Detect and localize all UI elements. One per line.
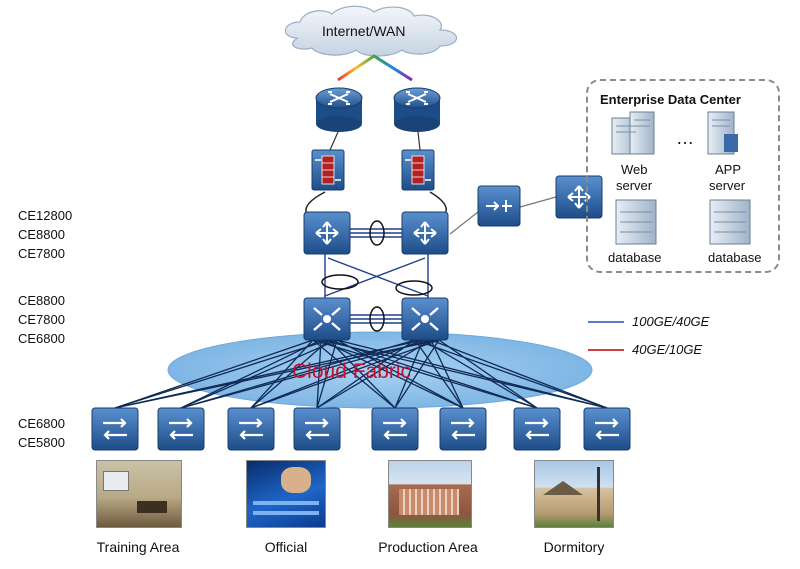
access-switch-4 [293, 407, 341, 451]
access-switch-3 [227, 407, 275, 451]
aggregation-model-1: CE8800 [18, 293, 65, 308]
uplink-line [180, 339, 416, 409]
core-interconnect [350, 220, 402, 246]
uplink-line [328, 339, 538, 409]
core-layer-labels: CE12800 CE8800 CE7800 [18, 206, 72, 263]
uplink-line [414, 339, 608, 409]
uplink-line [316, 339, 338, 409]
area-label-official: Official [264, 539, 308, 555]
area-label-production: Production Area [378, 539, 478, 555]
internet-cloud [284, 5, 458, 57]
uplink-line [320, 339, 464, 409]
access-model-1: CE6800 [18, 416, 65, 431]
uplink-line [430, 339, 608, 409]
internet-wan-label: Internet/WAN [322, 23, 406, 39]
aggregation-interconnect [350, 306, 402, 332]
router-left [315, 87, 363, 132]
uplink-line [336, 339, 608, 409]
core-aggregation-links [321, 254, 433, 298]
production-area-photo [388, 460, 472, 528]
database-right-icon [709, 199, 751, 245]
uplink-line [250, 339, 330, 409]
uplink-line [430, 339, 464, 409]
aggregation-model-2: CE7800 [18, 312, 65, 327]
core-model-3: CE7800 [18, 246, 65, 261]
firewall-right [401, 149, 435, 191]
aggregation-model-3: CE6800 [18, 331, 65, 346]
server-ellipsis: … [676, 128, 694, 148]
app-server-label-1: APP [715, 162, 742, 177]
uplink-line [180, 339, 432, 409]
cloud-fabric-label: Cloud Fabric [292, 360, 412, 383]
app-server-label-2: server [709, 178, 746, 193]
access-uplinks [114, 339, 608, 409]
area-label-training: Training Area [96, 539, 180, 555]
access-switch-6 [439, 407, 487, 451]
uplink-line [316, 339, 432, 409]
uplink-line [250, 339, 440, 409]
uplink-line [422, 339, 538, 409]
datacenter-switch [555, 175, 603, 219]
aggregation-switch-left [303, 297, 351, 341]
load-balancer [477, 185, 521, 227]
web-server-icon [611, 111, 655, 155]
access-switch-1 [91, 407, 139, 451]
core-model-1: CE12800 [18, 208, 73, 223]
web-server-label-1: Web [621, 162, 648, 177]
router-right [393, 87, 441, 132]
access-switch-5 [371, 407, 419, 451]
aggregation-switch-right [401, 297, 449, 341]
uplink-line [414, 339, 464, 409]
app-server-icon [707, 111, 738, 155]
core-switch-right [401, 211, 449, 255]
uplink-line [316, 339, 416, 409]
uplink-line [250, 339, 424, 409]
dormitory-photo [534, 460, 614, 528]
firewall-left [311, 149, 345, 191]
uplink-line [438, 339, 538, 409]
database-left-icon [615, 199, 657, 245]
legend-label-2: 40GE/10GE [632, 342, 703, 357]
web-server-label-2: server [616, 178, 653, 193]
uplink-line [316, 339, 322, 409]
access-switch-2 [157, 407, 205, 451]
uplink-line [320, 339, 608, 409]
database-right-label: database [708, 250, 762, 265]
uplink-line [328, 339, 396, 409]
official-photo [246, 460, 326, 528]
uplink-line [394, 339, 424, 409]
datacenter-group [586, 79, 780, 273]
access-model-2: CE5800 [18, 435, 65, 450]
aggregation-layer-labels: CE8800 CE7800 CE6800 [18, 291, 65, 348]
legend-label-1: 100GE/40GE [632, 314, 710, 329]
uplink-line [114, 339, 440, 409]
database-left-label: database [608, 250, 662, 265]
area-label-dormitory: Dormitory [543, 539, 605, 555]
access-layer-labels: CE6800 CE5800 [18, 414, 65, 452]
legend-lines [588, 321, 624, 351]
training-area-photo [96, 460, 182, 528]
uplink-line [394, 339, 440, 409]
uplink-line [180, 339, 322, 409]
uplink-line [114, 339, 330, 409]
uplink-line [312, 339, 538, 409]
wan-uplinks [337, 54, 413, 82]
access-switches [91, 407, 631, 451]
uplink-line [312, 339, 396, 409]
core-model-2: CE8800 [18, 227, 65, 242]
uplink-line [180, 339, 338, 409]
core-switch-left [303, 211, 351, 255]
uplink-line [114, 339, 314, 409]
uplink-line [250, 339, 314, 409]
uplink-line [336, 339, 464, 409]
access-switch-8 [583, 407, 631, 451]
datacenter-title: Enterprise Data Center [600, 92, 741, 107]
access-switch-7 [513, 407, 561, 451]
